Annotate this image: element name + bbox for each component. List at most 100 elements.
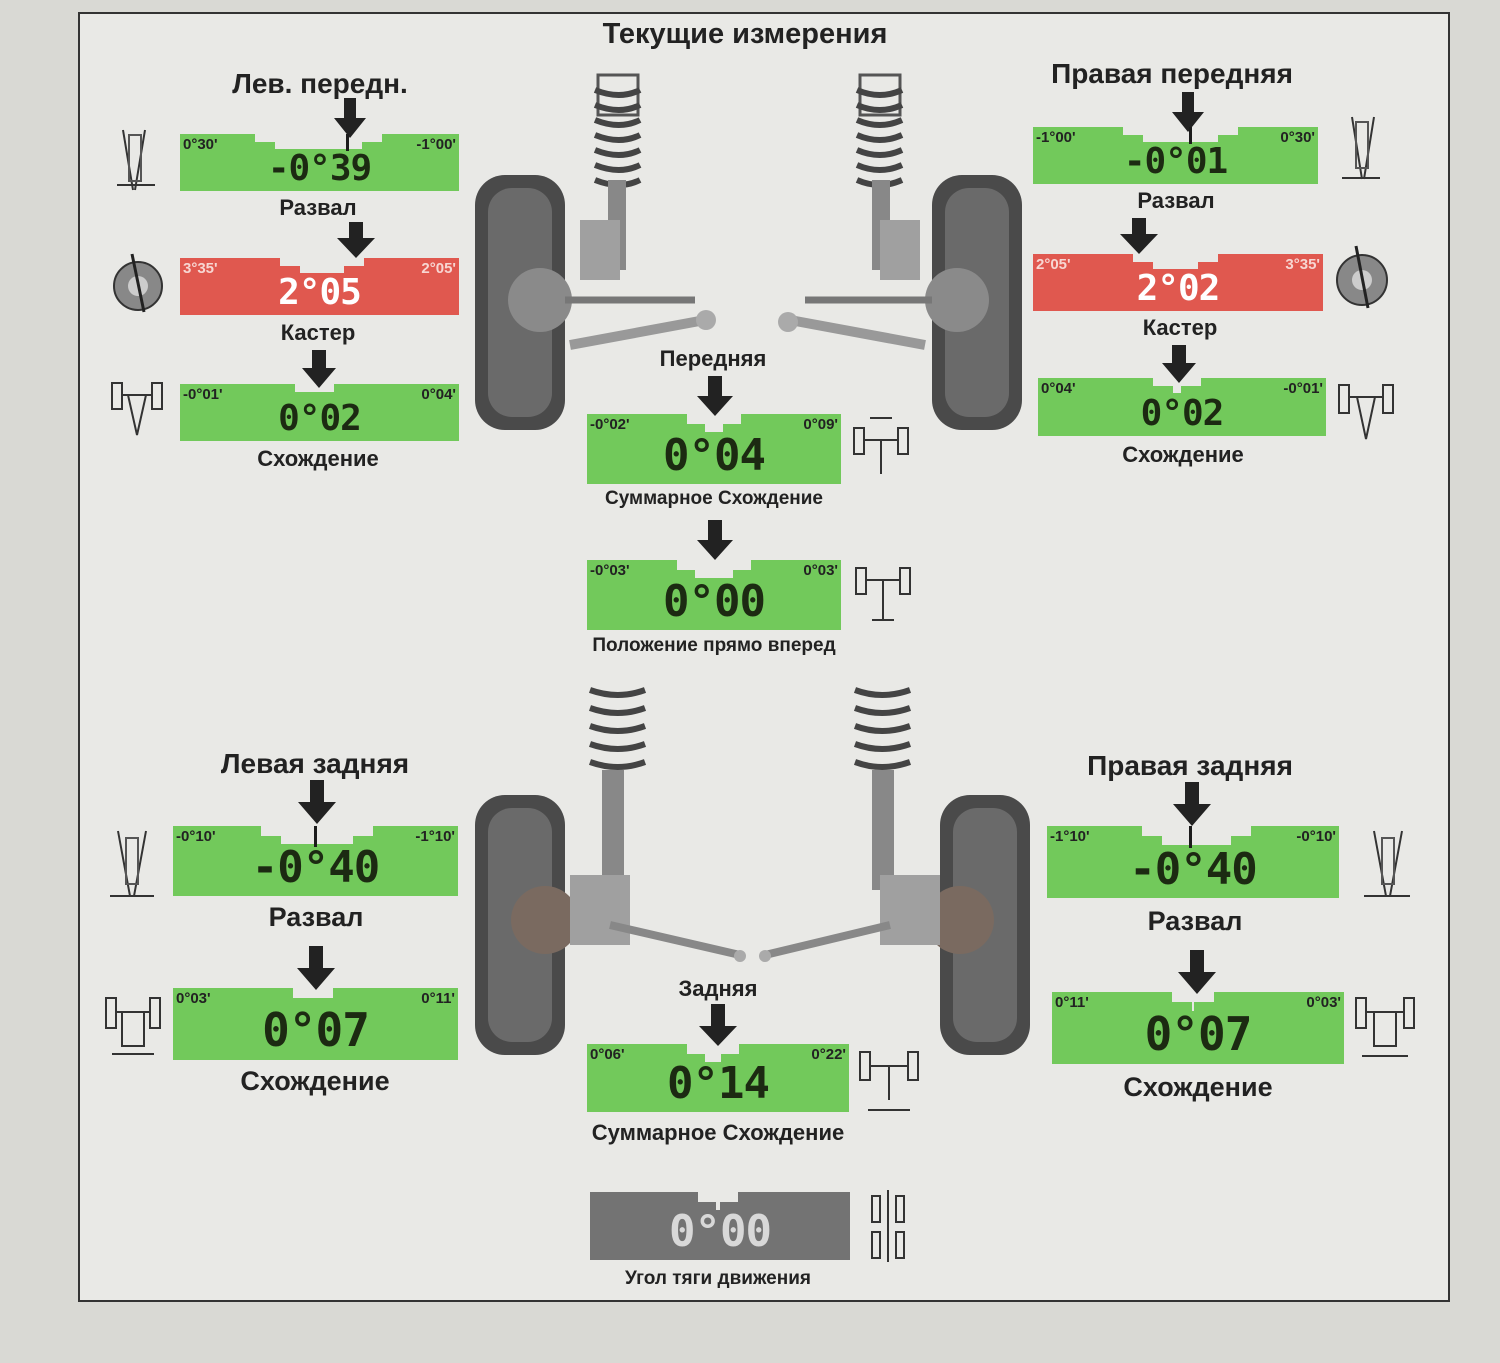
lf-camber-gauge[interactable]: 0°30' -1°00' -0°39 — [180, 134, 459, 191]
lf-caster-arrow-icon — [337, 222, 375, 258]
camber-icon — [117, 129, 155, 191]
lr-toe-label: Схождение — [240, 1066, 390, 1096]
rear-total-toe-value: 0°14 — [667, 1058, 770, 1110]
lf-toe-min: -0°01' — [183, 386, 223, 403]
lf-camber-value: -0°39 — [267, 147, 372, 189]
thrust-angle-value: 0°00 — [669, 1206, 772, 1258]
front-total-toe-arrow-icon — [697, 376, 733, 416]
total-toe-icon — [853, 417, 909, 474]
rear-total-toe-label: Суммарное Схождение — [591, 1120, 845, 1145]
rr-camber-min: -1°10' — [1050, 828, 1090, 845]
rear-total-toe-arrow-icon — [699, 1004, 737, 1046]
lr-camber-value: -0°40 — [251, 842, 380, 894]
rf-toe-label: Схождение — [1122, 442, 1244, 467]
caster-icon — [1336, 245, 1388, 309]
thrust-icon — [871, 1190, 905, 1262]
lf-camber-min: 0°30' — [183, 136, 218, 153]
left-rear-heading: Левая задняя — [220, 748, 410, 779]
front-total-toe-gauge[interactable]: -0°02' 0°09' 0°04 — [587, 414, 841, 484]
straight-ahead-arrow-icon — [697, 520, 733, 560]
front-total-toe-value: 0°04 — [663, 430, 766, 482]
rf-camber-gauge[interactable]: -1°00' 0°30' -0°01 — [1033, 127, 1318, 184]
lf-toe-gauge[interactable]: -0°01' 0°04' 0°02 — [180, 384, 459, 441]
toe-icon — [111, 382, 163, 436]
lr-toe-min: 0°03' — [176, 990, 211, 1007]
lr-camber-min: -0°10' — [176, 828, 216, 845]
caster-icon — [113, 253, 163, 313]
rr-camber-value: -0°40 — [1129, 844, 1257, 896]
right-rear-heading: Правая задняя — [1087, 750, 1293, 781]
rr-toe-label: Схождение — [1123, 1072, 1273, 1102]
toe-icon — [105, 997, 161, 1055]
lr-camber-gauge[interactable]: -0°10' -1°10' -0°40 — [173, 826, 458, 896]
rf-toe-gauge[interactable]: 0°04' -0°01' 0°02 — [1038, 378, 1326, 436]
rf-toe-arrow-icon — [1162, 345, 1196, 383]
rf-toe-min: 0°04' — [1041, 380, 1076, 397]
lf-caster-max: 2°05' — [421, 260, 456, 277]
rf-toe-max: -0°01' — [1283, 380, 1323, 397]
rear-total-toe-min: 0°06' — [590, 1046, 625, 1063]
lr-camber-label: Развал — [268, 902, 364, 932]
lf-camber-max: -1°00' — [416, 136, 456, 153]
right-front-heading: Правая передняя — [1051, 58, 1293, 89]
front-total-toe-label: Суммарное Схождение — [605, 488, 823, 509]
rf-caster-gauge[interactable]: 2°05' 3°35' 2°02 — [1033, 254, 1323, 311]
straight-ahead-min: -0°03' — [590, 562, 630, 579]
lr-toe-max: 0°11' — [421, 990, 455, 1007]
straight-ahead-value: 0°00 — [663, 576, 766, 628]
thrust-angle-label: Угол тяги движения — [625, 1268, 811, 1289]
lf-toe-value: 0°02 — [278, 397, 362, 439]
left-front-heading: Лев. передн. — [232, 68, 408, 99]
rf-camber-label: Развал — [1137, 188, 1215, 213]
toe-icon — [1355, 997, 1415, 1057]
lr-toe-arrow-icon — [297, 946, 335, 990]
rr-camber-arrow-icon — [1173, 782, 1211, 826]
lr-toe-gauge[interactable]: 0°03' 0°11' 0°07 — [173, 988, 458, 1060]
toe-icon — [1338, 384, 1394, 440]
total-toe-icon — [859, 1051, 919, 1111]
rf-caster-min: 2°05' — [1036, 256, 1071, 273]
rf-caster-label: Кастер — [1142, 315, 1218, 340]
front-axle-label: Передняя — [659, 346, 767, 371]
rr-toe-value: 0°07 — [1144, 1007, 1253, 1062]
straight-ahead-label: Положение прямо вперед — [592, 635, 836, 656]
front-total-toe-min: -0°02' — [590, 416, 630, 433]
rf-caster-arrow-icon — [1120, 218, 1158, 254]
lf-toe-max: 0°04' — [421, 386, 456, 403]
lr-camber-arrow-icon — [298, 780, 336, 824]
rr-camber-gauge[interactable]: -1°10' -0°10' -0°40 — [1047, 826, 1339, 898]
straight-ahead-max: 0°03' — [803, 562, 838, 579]
rr-toe-arrow-icon — [1178, 950, 1216, 994]
rf-caster-max: 3°35' — [1285, 256, 1320, 273]
rf-camber-max: 0°30' — [1280, 129, 1315, 146]
rf-caster-value: 2°02 — [1136, 267, 1221, 309]
straight-ahead-gauge[interactable]: -0°03' 0°03' 0°00 — [587, 560, 841, 630]
page-title: Текущие измерения — [602, 18, 888, 50]
lf-camber-arrow-icon — [334, 98, 366, 138]
lf-caster-min: 3°35' — [183, 260, 218, 277]
rf-camber-value: -0°01 — [1123, 140, 1228, 182]
camber-icon — [1364, 830, 1410, 897]
camber-icon — [110, 830, 154, 897]
steering-icon — [855, 567, 911, 621]
rr-toe-min: 0°11' — [1055, 994, 1089, 1011]
lr-camber-max: -1°10' — [415, 828, 455, 845]
lf-caster-value: 2°05 — [278, 271, 362, 313]
camber-icon — [1342, 116, 1380, 180]
lr-toe-value: 0°07 — [262, 1003, 370, 1058]
lf-toe-arrow-icon — [302, 350, 336, 388]
rf-camber-arrow-icon — [1172, 92, 1204, 132]
thrust-angle-gauge[interactable]: 0°00 — [590, 1192, 850, 1260]
front-total-toe-max: 0°09' — [803, 416, 838, 433]
rear-total-toe-gauge[interactable]: 0°06' 0°22' 0°14 — [587, 1044, 849, 1112]
front-suspension-image — [475, 73, 1022, 430]
rf-toe-value: 0°02 — [1140, 392, 1225, 434]
rear-axle-label: Задняя — [678, 976, 758, 1001]
rr-camber-max: -0°10' — [1296, 828, 1336, 845]
lf-toe-label: Схождение — [257, 446, 379, 471]
lf-caster-label: Кастер — [280, 320, 356, 345]
rr-toe-gauge[interactable]: 0°11' 0°03' 0°07 — [1052, 992, 1344, 1064]
lf-caster-gauge[interactable]: 3°35' 2°05' 2°05 — [180, 258, 459, 315]
rear-suspension-image — [475, 687, 1030, 1055]
rr-camber-label: Развал — [1147, 906, 1243, 936]
